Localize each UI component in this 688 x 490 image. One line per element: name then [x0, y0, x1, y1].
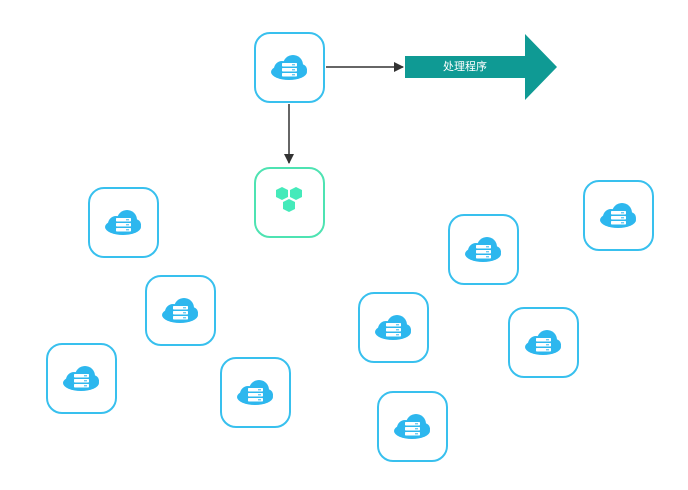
cloud-server-node[interactable] — [254, 32, 325, 103]
cloud-server-icon — [525, 330, 561, 355]
cloud-server-icon — [63, 366, 99, 391]
handler-arrow-label: 处理程序 — [443, 60, 487, 73]
cloud-server-node[interactable] — [88, 187, 159, 258]
cloud-server-node[interactable] — [448, 214, 519, 285]
cloud-server-node[interactable] — [145, 275, 216, 346]
cloud-server-icon — [375, 315, 411, 340]
cloud-server-node[interactable] — [220, 357, 291, 428]
handler-arrow — [405, 34, 557, 100]
cloud-server-icon — [271, 55, 307, 80]
processor-node[interactable] — [254, 167, 325, 238]
cloud-server-icon — [465, 237, 501, 262]
cloud-server-icon — [600, 203, 636, 228]
cloud-server-icon — [394, 414, 430, 439]
hexagon-cluster-icon — [276, 187, 302, 212]
cloud-server-node[interactable] — [508, 307, 579, 378]
cloud-server-node[interactable] — [358, 292, 429, 363]
cloud-server-node[interactable] — [377, 391, 448, 462]
cloud-server-node[interactable] — [46, 343, 117, 414]
cloud-server-icon — [237, 380, 273, 405]
cloud-server-icon — [105, 210, 141, 235]
cloud-server-node[interactable] — [583, 180, 654, 251]
cloud-server-icon — [162, 298, 198, 323]
